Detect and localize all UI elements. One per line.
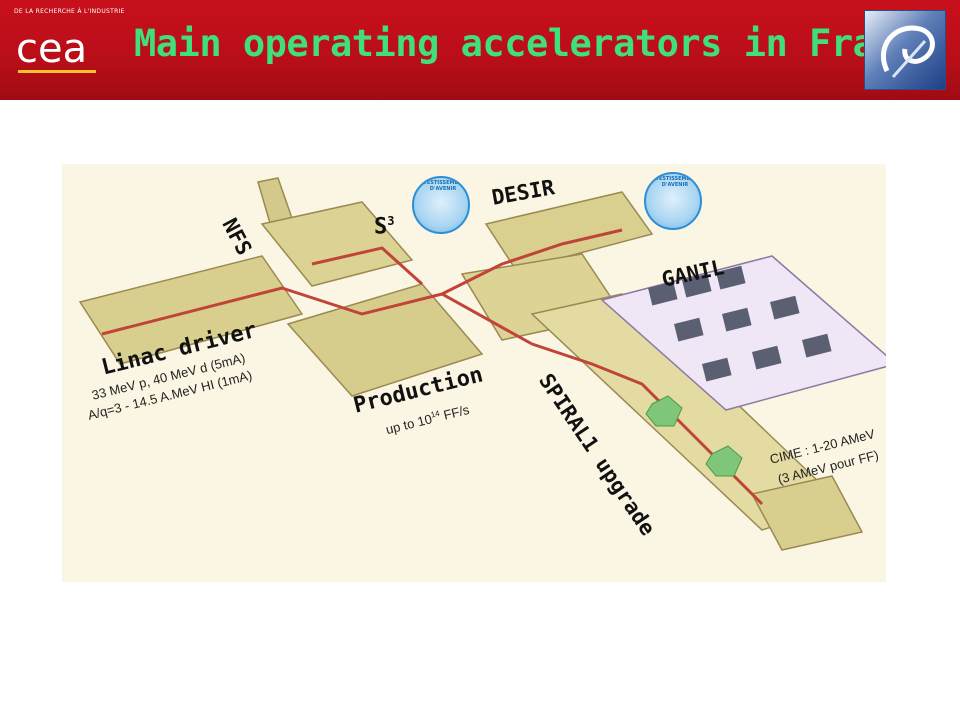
facility-map: INVESTISSEMENTS D'AVENIR INVESTISSEMENTS… bbox=[62, 164, 898, 582]
investissements-avenir-badge-left: INVESTISSEMENTS D'AVENIR bbox=[412, 176, 470, 234]
header-bar: DE LA RECHERCHE À L'INDUSTRIE cea Main o… bbox=[0, 0, 960, 100]
svg-text:cea: cea bbox=[16, 26, 87, 72]
s3-label: S3 bbox=[374, 214, 395, 240]
page-title: Main operating accelerators in France bbox=[134, 22, 940, 65]
facility-plan-drawing bbox=[78, 177, 898, 551]
cea-tagline: DE LA RECHERCHE À L'INDUSTRIE bbox=[14, 8, 125, 15]
investissements-avenir-badge-right: INVESTISSEMENTS D'AVENIR bbox=[644, 172, 702, 230]
cea-logo: cea bbox=[16, 26, 96, 73]
irfu-logo bbox=[864, 10, 946, 90]
